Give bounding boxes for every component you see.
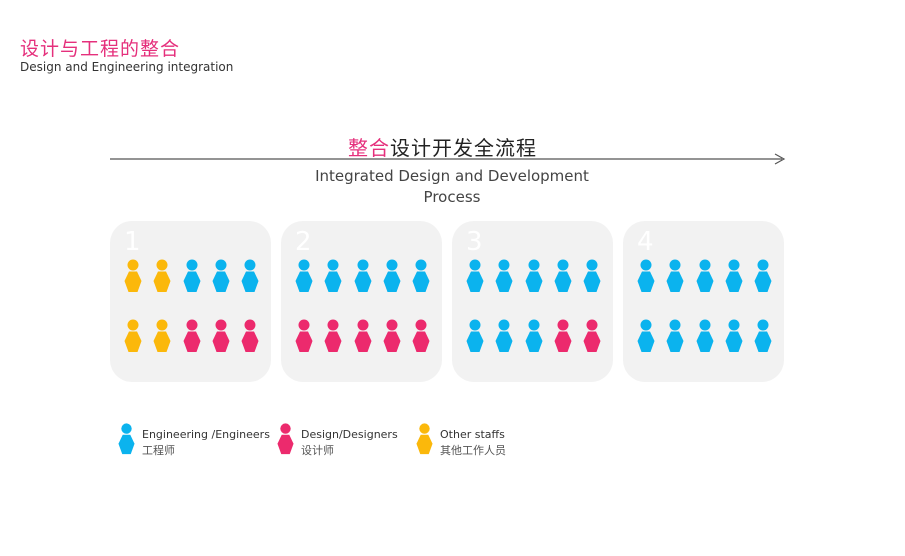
engineer-legend-icon xyxy=(118,421,135,457)
engineer-person-icon xyxy=(241,259,259,293)
legend-label-cn: 设计师 xyxy=(301,444,334,457)
engineer-person-icon xyxy=(495,319,513,353)
stage-number: 2 xyxy=(295,227,312,257)
process-title-cn: 整合设计开发全流程 xyxy=(348,132,537,161)
legend-label-cn: 工程师 xyxy=(142,444,175,457)
designer-person-icon xyxy=(554,319,572,353)
other-person-icon xyxy=(124,259,142,293)
engineer-person-icon xyxy=(525,259,543,293)
stage-panel-1: 1 xyxy=(110,221,271,382)
legend-label-en: Other staffs xyxy=(440,428,505,441)
designer-person-icon xyxy=(212,319,230,353)
engineer-person-icon xyxy=(583,259,601,293)
stage-panel-2: 2 xyxy=(281,221,442,382)
engineer-person-icon xyxy=(696,319,714,353)
engineer-person-icon xyxy=(354,259,372,293)
process-arrow xyxy=(110,153,786,165)
process-title-accent: 整合 xyxy=(348,136,390,160)
engineer-person-icon xyxy=(212,259,230,293)
stage-number: 4 xyxy=(637,227,654,257)
engineer-person-icon xyxy=(637,259,655,293)
other-person-icon xyxy=(124,319,142,353)
engineer-person-icon xyxy=(295,259,313,293)
designer-person-icon xyxy=(324,319,342,353)
other-person-icon xyxy=(153,259,171,293)
designer-legend-icon xyxy=(277,421,294,457)
engineer-person-icon xyxy=(754,319,772,353)
engineer-person-icon xyxy=(696,259,714,293)
engineer-person-icon xyxy=(725,259,743,293)
page-title-cn: 设计与工程的整合 xyxy=(20,38,181,60)
engineer-person-icon xyxy=(466,319,484,353)
stage-panel-3: 3 xyxy=(452,221,613,382)
stage-number: 3 xyxy=(466,227,483,257)
engineer-person-icon xyxy=(412,259,430,293)
legend-label-en: Design/Designers xyxy=(301,428,398,441)
engineer-person-icon xyxy=(666,319,684,353)
engineer-person-icon xyxy=(495,259,513,293)
engineer-person-icon xyxy=(383,259,401,293)
designer-person-icon xyxy=(412,319,430,353)
process-subtitle-line2: Process xyxy=(423,188,481,206)
process-title-rest: 设计开发全流程 xyxy=(390,136,537,160)
designer-person-icon xyxy=(583,319,601,353)
engineer-person-icon xyxy=(637,319,655,353)
engineer-person-icon xyxy=(725,319,743,353)
page-title-en: Design and Engineering integration xyxy=(20,60,234,74)
engineer-person-icon xyxy=(666,259,684,293)
process-subtitle-line1: Integrated Design and Development xyxy=(315,167,589,185)
designer-person-icon xyxy=(354,319,372,353)
engineer-person-icon xyxy=(183,259,201,293)
stage-number: 1 xyxy=(124,227,141,257)
designer-person-icon xyxy=(295,319,313,353)
designer-person-icon xyxy=(383,319,401,353)
engineer-person-icon xyxy=(466,259,484,293)
designer-person-icon xyxy=(183,319,201,353)
stage-panel-4: 4 xyxy=(623,221,784,382)
legend-label-cn: 其他工作人员 xyxy=(440,444,506,457)
engineer-person-icon xyxy=(324,259,342,293)
engineer-person-icon xyxy=(525,319,543,353)
other-person-icon xyxy=(153,319,171,353)
engineer-person-icon xyxy=(754,259,772,293)
engineer-person-icon xyxy=(554,259,572,293)
process-subtitle: Integrated Design and Development Proces… xyxy=(300,166,604,208)
other-legend-icon xyxy=(416,421,433,457)
designer-person-icon xyxy=(241,319,259,353)
legend-label-en: Engineering /Engineers xyxy=(142,428,270,441)
